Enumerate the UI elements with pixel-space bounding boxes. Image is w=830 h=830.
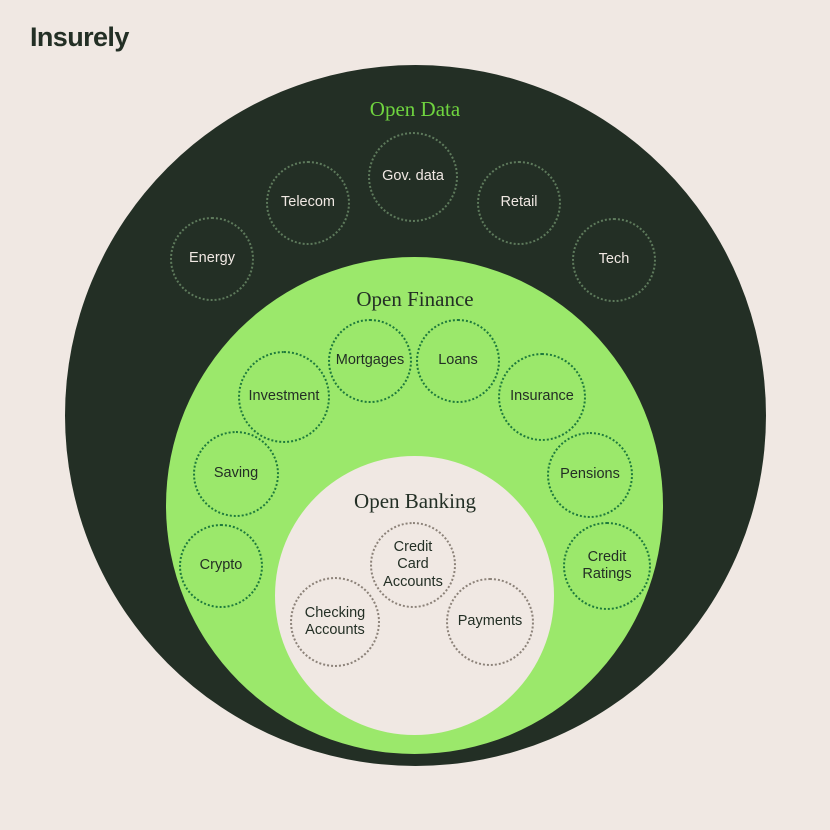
- bubble-label: Pensions: [560, 466, 620, 483]
- bubble-label: Energy: [189, 250, 235, 267]
- bubble-saving: Saving: [193, 431, 279, 517]
- bubble-loans: Loans: [416, 319, 500, 403]
- bubble-payments: Payments: [446, 578, 534, 666]
- bubble-label: Mortgages: [335, 352, 405, 369]
- bubble-label: Gov. data: [382, 168, 444, 185]
- bubble-mortgages: Mortgages: [328, 319, 412, 403]
- bubble-energy: Energy: [170, 217, 254, 301]
- bubble-label: Loans: [438, 352, 478, 369]
- bubble-label: Insurance: [510, 388, 574, 405]
- bubble-investment: Investment: [238, 351, 330, 443]
- bubble-crypto: Crypto: [179, 524, 263, 608]
- brand-logo: Insurely: [30, 22, 129, 52]
- bubble-label: Investment: [248, 388, 320, 405]
- bubble-tech: Tech: [572, 218, 656, 302]
- bubble-retail: Retail: [477, 161, 561, 245]
- ring-title-open-data: Open Data: [369, 97, 461, 121]
- bubble-label: Retail: [500, 194, 538, 211]
- bubble-label: Saving: [213, 465, 259, 482]
- bubble-label: Tech: [598, 251, 630, 268]
- ring-title-open-finance: Open Finance: [356, 287, 474, 311]
- bubble-label: Crypto: [199, 557, 243, 574]
- bubble-telecom: Telecom: [266, 161, 350, 245]
- bubble-label: Payments: [457, 613, 523, 630]
- bubble-label: Telecom: [281, 194, 335, 211]
- bubble-insurance: Insurance: [498, 353, 586, 441]
- bubble-pensions: Pensions: [547, 432, 633, 518]
- bubble-gov-data: Gov. data: [368, 132, 458, 222]
- ring-title-open-banking: Open Banking: [354, 489, 476, 513]
